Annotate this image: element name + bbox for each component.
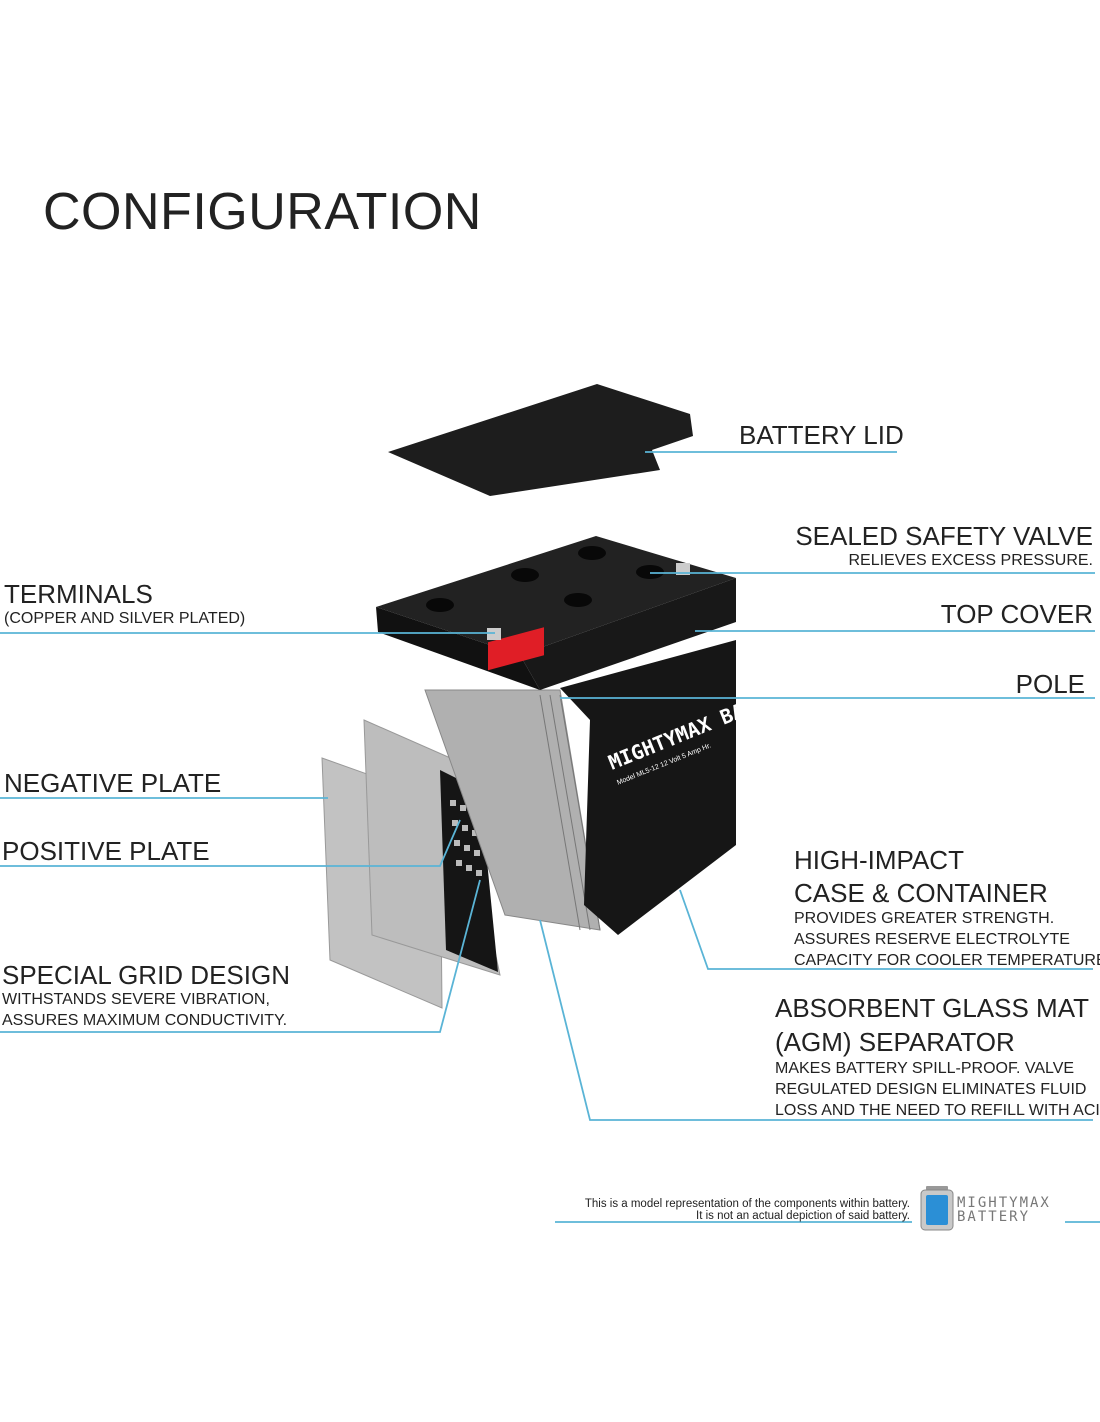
- terminals-title: TERMINALS: [4, 579, 153, 609]
- safety-valve-caps: [426, 546, 664, 612]
- grid-desc-1: WITHSTANDS SEVERE VIBRATION,: [2, 991, 270, 1008]
- safety-valve-desc: RELIEVES EXCESS PRESSURE.: [848, 552, 1093, 569]
- terminal-red: [488, 627, 544, 671]
- top-cover-front: [376, 607, 540, 690]
- safety-valve-title: SEALED SAFETY VALVE: [795, 521, 1093, 551]
- terminal-neg: [676, 563, 690, 575]
- terminal-pos: [487, 628, 501, 640]
- label-safety-valve: SEALED SAFETY VALVE RELIEVES EXCESS PRES…: [795, 522, 1093, 571]
- case-desc-3: CAPACITY FOR COOLER TEMPERATURES.: [794, 952, 1100, 969]
- case-desc-1: PROVIDES GREATER STRENGTH.: [794, 910, 1055, 927]
- page-title: CONFIGURATION: [43, 183, 482, 241]
- brand-line-2: BATTERY: [957, 1209, 1031, 1225]
- agm-desc-2: REGULATED DESIGN ELIMINATES FLUID: [775, 1081, 1087, 1098]
- agm-desc-3: LOSS AND THE NEED TO REFILL WITH ACID.: [775, 1102, 1100, 1119]
- label-agm: ABSORBENT GLASS MAT (AGM) SEPARATOR MAKE…: [775, 991, 1100, 1121]
- footer-disclaimer: This is a model representation of the co…: [585, 1198, 910, 1222]
- label-grid-design: SPECIAL GRID DESIGN WITHSTANDS SEVERE VI…: [2, 961, 290, 1031]
- label-negative-plate: NEGATIVE PLATE: [4, 768, 222, 798]
- agm-title-2: (AGM) SEPARATOR: [775, 1027, 1015, 1057]
- disclaimer-line-1: This is a model representation of the co…: [584, 1198, 910, 1210]
- label-positive-plate: POSITIVE PLATE: [2, 836, 210, 866]
- disclaimer-line-2: It is not an actual depiction of said ba…: [696, 1210, 910, 1222]
- leader-lines: [0, 451, 1100, 1223]
- top-cover-side: [520, 578, 736, 690]
- battery-lid-shape: [388, 384, 693, 496]
- case-title-1: HIGH-IMPACT: [794, 845, 964, 875]
- label-top-cover: TOP COVER: [940, 599, 1093, 629]
- label-battery-lid: BATTERY LID: [739, 420, 904, 450]
- case-title-2: CASE & CONTAINER: [794, 878, 1048, 908]
- agm-desc-1: MAKES BATTERY SPILL-PROOF. VALVE: [775, 1060, 1075, 1077]
- grid-title: SPECIAL GRID DESIGN: [2, 960, 290, 990]
- label-terminals: TERMINALS (COPPER AND SILVER PLATED): [4, 580, 245, 629]
- battery-case-shape: [560, 640, 736, 935]
- agm-title-1: ABSORBENT GLASS MAT: [775, 993, 1090, 1023]
- case-desc-2: ASSURES RESERVE ELECTROLYTE: [794, 931, 1070, 948]
- mightymax-battery-icon: [920, 1186, 954, 1231]
- footer-brand-logo: MIGHTYMAX BATTERY: [957, 1196, 1051, 1224]
- label-pole: POLE: [1015, 669, 1085, 699]
- grid-desc-2: ASSURES MAXIMUM CONDUCTIVITY.: [2, 1012, 288, 1029]
- terminals-desc: (COPPER AND SILVER PLATED): [4, 610, 246, 627]
- brand-line-1: MIGHTYMAX: [957, 1195, 1051, 1211]
- label-case: HIGH-IMPACT CASE & CONTAINER PROVIDES GR…: [794, 843, 1100, 971]
